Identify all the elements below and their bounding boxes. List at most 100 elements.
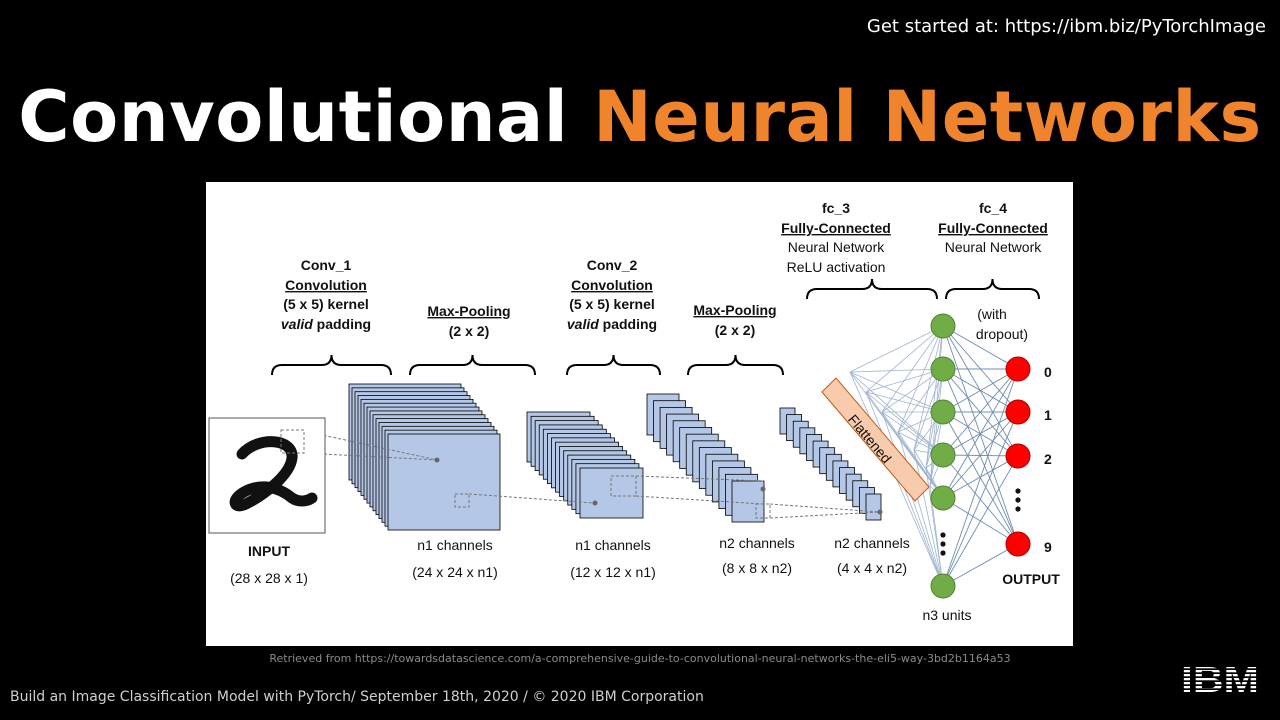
guide-dot xyxy=(592,500,598,506)
output-digit-9: 9 xyxy=(1044,539,1052,555)
cnn-diagram: Flattened Conv_1 Convolution (5 x 5) ker… xyxy=(206,182,1073,646)
pool2-channels: n2 channels xyxy=(719,535,795,551)
conv1-channels: n1 channels xyxy=(417,537,493,553)
dropout-line1: (with xyxy=(977,306,1007,322)
connection xyxy=(881,411,944,587)
hidden-node xyxy=(930,573,956,599)
conv1-feature-maps xyxy=(348,383,501,531)
pool1-dims: (12 x 12 x n1) xyxy=(570,564,656,580)
connection xyxy=(942,411,1019,587)
connection xyxy=(942,325,1019,545)
guide-line xyxy=(635,495,764,505)
guide-line xyxy=(769,503,881,513)
connection xyxy=(849,371,944,456)
conv1-padding: valid padding xyxy=(281,316,371,332)
input-dims: (28 x 28 x 1) xyxy=(230,570,308,586)
output-digit-1: 1 xyxy=(1044,407,1052,423)
pool2-op: Max-Pooling xyxy=(693,302,776,318)
output-digit-2: 2 xyxy=(1044,451,1052,467)
conv2-padding: valid padding xyxy=(567,316,657,332)
pool1-size: (2 x 2) xyxy=(449,323,489,339)
connection xyxy=(865,391,944,413)
pool1-channels: n1 channels xyxy=(575,537,651,553)
pool2-dims: (8 x 8 x n2) xyxy=(722,560,792,576)
pool2-brace xyxy=(687,354,784,376)
guide-line xyxy=(769,511,881,519)
handwritten-digit-2 xyxy=(229,436,318,512)
connection xyxy=(925,325,944,469)
conv2-brace xyxy=(566,354,661,376)
input-image-frame xyxy=(208,417,326,534)
connection xyxy=(942,368,1019,499)
layer-braces xyxy=(271,278,1040,376)
connection xyxy=(849,325,944,373)
pool1-window xyxy=(610,475,637,497)
hidden-node xyxy=(930,399,956,425)
connection xyxy=(942,368,1019,456)
conv2-op: Convolution xyxy=(571,277,653,293)
fc4-line1: Neural Network xyxy=(945,239,1042,255)
output-digit-0: 0 xyxy=(1044,364,1052,380)
input-kernel-window xyxy=(280,429,305,454)
hidden-node xyxy=(930,356,956,382)
flatten-channels: n2 channels xyxy=(834,535,910,551)
connection xyxy=(897,431,944,499)
hidden-node xyxy=(930,485,956,511)
fc4-op: Fully-Connected xyxy=(938,220,1048,236)
guide-dot xyxy=(760,486,766,492)
receptive-field-guides xyxy=(303,430,883,519)
connection xyxy=(942,368,1019,545)
pool1-brace xyxy=(409,354,536,376)
connection xyxy=(942,411,1019,499)
network-nodes xyxy=(930,313,1031,599)
conv2-name: Conv_2 xyxy=(587,257,638,273)
feature-map xyxy=(865,493,882,521)
conv1-name: Conv_1 xyxy=(301,257,352,273)
output-node xyxy=(1005,399,1031,425)
fc3-name: fc_3 xyxy=(822,200,850,216)
fc3-brace xyxy=(806,278,938,300)
connection xyxy=(849,368,944,373)
feature-map xyxy=(387,433,501,531)
pool2-size: (2 x 2) xyxy=(715,322,755,338)
conv1-kernel: (5 x 5) kernel xyxy=(283,296,369,312)
guide-line xyxy=(303,430,438,461)
pool1-op: Max-Pooling xyxy=(427,303,510,319)
connection xyxy=(942,543,1019,587)
guide-dot xyxy=(877,509,883,515)
conv1-brace xyxy=(271,354,392,376)
connection xyxy=(913,449,944,587)
fc3-units: n3 units xyxy=(922,607,971,623)
connection xyxy=(942,368,1019,587)
get-started-link[interactable]: Get started at: https://ibm.biz/PyTorchI… xyxy=(866,16,1266,37)
slide-title: Convolutional Neural Networks xyxy=(0,76,1280,158)
connection xyxy=(942,455,1019,587)
hidden-node xyxy=(930,442,956,468)
output-node xyxy=(1005,356,1031,382)
conv2-kernel: (5 x 5) kernel xyxy=(569,296,655,312)
feature-map-stacks xyxy=(348,383,882,531)
footer-text: Build an Image Classification Model with… xyxy=(10,689,704,705)
dropout-line2: dropout) xyxy=(976,326,1028,342)
guide-line xyxy=(468,493,595,504)
output-label: OUTPUT xyxy=(1002,571,1060,587)
connection xyxy=(942,325,1019,370)
connection xyxy=(897,431,944,587)
conv1-dims: (24 x 24 x n1) xyxy=(412,564,498,580)
title-word-convolutional: Convolutional xyxy=(18,76,569,158)
hidden-ellipsis xyxy=(940,532,946,556)
pool2-feature-maps xyxy=(646,393,765,523)
connection xyxy=(929,368,944,487)
fc3-line2: ReLU activation xyxy=(787,259,886,275)
output-ellipsis xyxy=(1015,488,1021,512)
guide-line xyxy=(635,475,764,482)
connection xyxy=(913,325,944,451)
fc4-brace xyxy=(945,278,1040,300)
fc3-line1: Neural Network xyxy=(788,239,885,255)
ibm-logo: IBM xyxy=(1181,662,1259,696)
connection xyxy=(897,368,944,433)
connection xyxy=(942,368,1019,413)
hidden-node xyxy=(930,313,956,339)
connection xyxy=(865,325,944,393)
output-node xyxy=(1005,443,1031,469)
